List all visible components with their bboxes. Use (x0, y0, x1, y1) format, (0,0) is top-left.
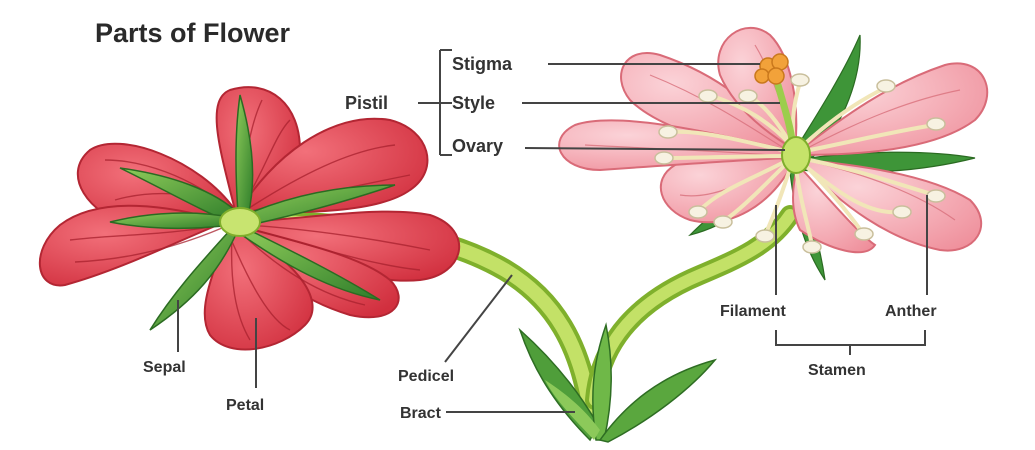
label-sepal: Sepal (143, 359, 186, 376)
label-petal: Petal (226, 397, 264, 414)
label-bract: Bract (400, 405, 442, 422)
red-receptacle (220, 208, 260, 236)
label-style: Style (452, 93, 495, 113)
ovary-part (782, 137, 810, 173)
label-anther: Anther (885, 303, 937, 320)
label-stamen: Stamen (808, 362, 866, 379)
label-filament: Filament (720, 303, 786, 320)
pistil-bracket (418, 50, 452, 155)
leader-pedicel (445, 275, 512, 362)
label-pedicel: Pedicel (398, 368, 454, 385)
label-stigma: Stigma (452, 54, 513, 74)
diagram-title: Parts of Flower (95, 18, 291, 48)
red-flower (40, 87, 459, 349)
label-ovary: Ovary (452, 136, 503, 156)
stamen-bracket (776, 330, 925, 355)
label-pistil: Pistil (345, 93, 388, 113)
